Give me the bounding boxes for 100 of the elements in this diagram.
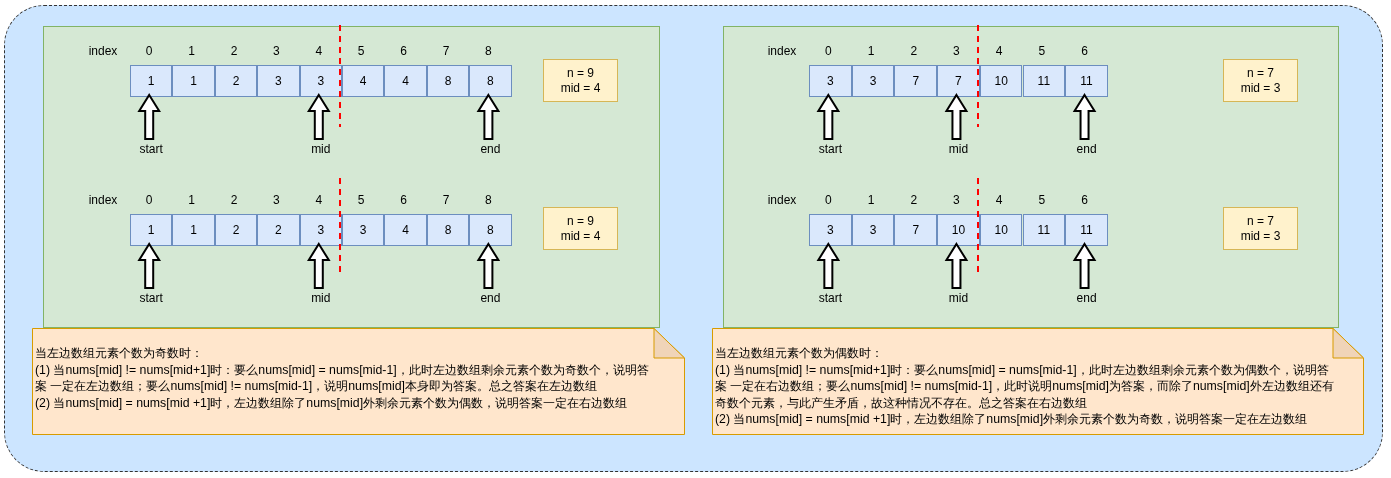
pointer-label: start (126, 290, 177, 306)
pointer-label: end (465, 290, 516, 306)
pointer-label: mid (933, 141, 984, 157)
info-text: n = 9 (567, 65, 594, 81)
index-number: 2 (909, 192, 919, 208)
index-number: 5 (1037, 43, 1047, 59)
index-number: 0 (144, 192, 154, 208)
index-number: 0 (824, 43, 833, 59)
block-arrow (816, 242, 841, 289)
index-number: 8 (484, 192, 493, 208)
index-number: 6 (1080, 43, 1089, 59)
index-number: 2 (909, 43, 919, 59)
index-number: 2 (229, 43, 239, 59)
info-text: mid = 3 (1240, 80, 1281, 96)
array-cell: 8 (426, 214, 470, 246)
array-panel (723, 26, 1339, 328)
note-text: (1) 当nums[mid] != nums[mid+1]时：要么nums[mid] = nums[mid-1]，此时左边数组剩余元素个数为偶数个，说明答案 一定在右边数组；要么nums[mid] != nums[mid-1]，此时说明nums[mid]为答案，而除了nums[mid]外左边数组还有奇数个元素，与此产生矛盾，故这种情况不存在。总之答案在右边数组 (715, 361, 1335, 411)
array-cell: 3 (809, 214, 852, 246)
note-text: 当左边数组元素个数为偶数时： (715, 345, 884, 362)
index-number: 4 (994, 43, 1004, 59)
index-number: 1 (866, 43, 876, 59)
note-text: (2) 当nums[mid] = nums[mid +1]时，左边数组除了nums[mid]外剩余元素个数为奇数，说明答案一定在左边数组 (715, 411, 1309, 428)
block-arrow (476, 93, 501, 140)
block-arrow (944, 93, 969, 140)
row-label: index (766, 43, 798, 59)
array-cell: 8 (469, 65, 512, 97)
note-text: 当左边数组元素个数为奇数时： (35, 345, 204, 362)
pointer-label: mid (933, 290, 984, 306)
pointer-label: mid (295, 290, 346, 306)
array-cell: 1 (172, 65, 215, 97)
array-cell: 1 (172, 214, 215, 246)
info-box (543, 59, 618, 102)
index-number: 0 (144, 43, 154, 59)
index-number: 4 (314, 43, 324, 59)
array-cell: 4 (384, 214, 427, 246)
array-cell: 4 (342, 65, 385, 97)
array-cell: 3 (851, 65, 895, 97)
block-arrow (1072, 242, 1097, 289)
index-number: 6 (1080, 192, 1089, 208)
array-cell: 2 (214, 214, 258, 246)
block-arrow (944, 242, 969, 289)
note-box (32, 328, 685, 435)
array-cell: 7 (894, 65, 938, 97)
block-arrow (137, 93, 161, 140)
pointer-label: end (1061, 290, 1112, 306)
block-arrow (476, 242, 501, 289)
block-arrow (137, 242, 161, 289)
index-number: 2 (229, 192, 239, 208)
array-cell: 11 (1022, 214, 1066, 246)
array-cell: 3 (257, 65, 300, 97)
array-cell: 4 (384, 65, 427, 97)
info-text: mid = 4 (560, 80, 601, 96)
array-cell: 2 (214, 65, 258, 97)
index-number: 5 (356, 192, 366, 208)
array-cell: 7 (937, 65, 980, 97)
block-arrow (1072, 93, 1097, 140)
block-arrow (307, 242, 331, 289)
array-cell: 3 (299, 214, 342, 246)
array-cell: 11 (1022, 65, 1066, 97)
info-box (1223, 207, 1298, 250)
index-number: 1 (866, 192, 876, 208)
index-number: 6 (399, 43, 408, 59)
pointer-label: start (805, 290, 856, 306)
info-text: n = 7 (1247, 213, 1274, 229)
note-text: (1) 当nums[mid] != nums[mid+1]时：要么nums[mid] = nums[mid-1]，此时左边数组剩余元素个数为奇数个，说明答案 一定在左边数组；要么nums[mid] != nums[mid-1]，说明nums[mid]本身即为答案。总之答案在左边数组 (35, 361, 650, 395)
index-number: 3 (272, 43, 281, 59)
array-cell: 10 (937, 214, 980, 246)
array-cell: 1 (130, 214, 173, 246)
index-number: 7 (441, 192, 451, 208)
index-number: 7 (441, 43, 451, 59)
index-number: 4 (314, 192, 324, 208)
info-text: mid = 3 (1240, 228, 1281, 244)
array-cell: 10 (979, 214, 1023, 246)
index-number: 3 (272, 192, 281, 208)
array-cell: 8 (426, 65, 470, 97)
array-cell: 7 (894, 214, 938, 246)
info-text: mid = 4 (560, 228, 601, 244)
note-text: (2) 当nums[mid] = nums[mid +1]时，左边数组除了nums[mid]外剩余元素个数为偶数，说明答案一定在右边数组 (35, 394, 629, 411)
block-arrow (816, 93, 841, 140)
index-number: 3 (952, 192, 961, 208)
array-cell: 8 (469, 214, 512, 246)
array-cell: 10 (979, 65, 1023, 97)
pointer-label: start (805, 141, 856, 157)
array-cell: 11 (1065, 65, 1108, 97)
pointer-label: start (126, 141, 177, 157)
info-text: n = 7 (1247, 65, 1274, 81)
note-box (712, 328, 1364, 435)
pointer-label: end (1061, 141, 1112, 157)
index-number: 5 (356, 43, 366, 59)
index-number: 4 (994, 192, 1004, 208)
array-cell: 3 (851, 214, 895, 246)
pointer-label: mid (295, 141, 346, 157)
info-box (1223, 59, 1298, 102)
block-arrow (307, 93, 331, 140)
row-label: index (766, 192, 798, 208)
info-text: n = 9 (567, 213, 594, 229)
array-cell: 11 (1065, 214, 1108, 246)
array-cell: 2 (257, 214, 300, 246)
array-cell: 1 (130, 65, 173, 97)
index-number: 3 (952, 43, 961, 59)
